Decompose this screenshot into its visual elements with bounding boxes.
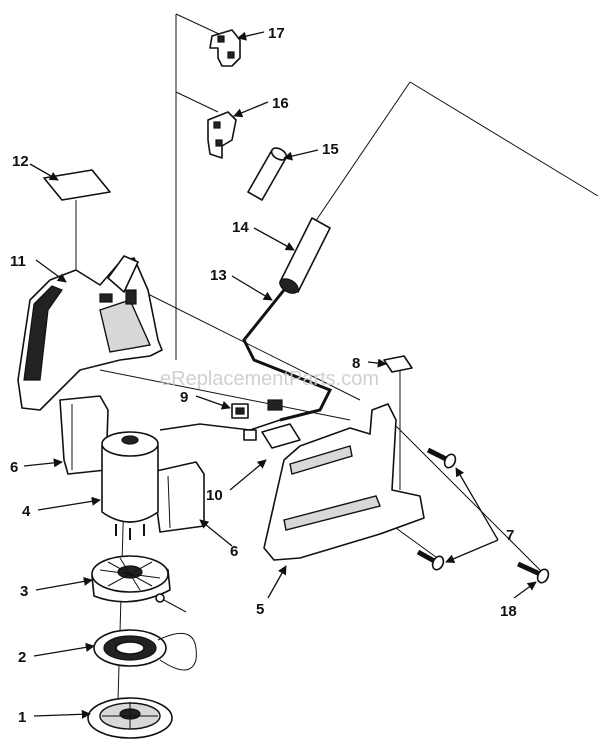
clip-6-right [151, 461, 205, 533]
wire-harness-13 [159, 289, 333, 431]
callout-7: 7 [506, 527, 514, 544]
connector-10 [261, 399, 301, 449]
callout-9: 9 [180, 389, 188, 406]
callout-8: 8 [352, 355, 360, 372]
bracket-17 [209, 29, 241, 67]
base-housing-5 [263, 403, 425, 561]
callout-5: 5 [256, 601, 264, 618]
screw-7-upper [426, 447, 457, 469]
screw-18 [516, 561, 550, 584]
bracket-16 [207, 111, 237, 159]
callout-17: 17 [268, 25, 285, 42]
spool-2 [93, 629, 197, 671]
motor-4 [101, 431, 159, 540]
callout-6-left: 6 [10, 459, 18, 476]
callout-16: 16 [272, 95, 289, 112]
callout-10: 10 [206, 487, 223, 504]
handle-housing-11 [17, 255, 163, 411]
spool-housing-3 [91, 555, 187, 613]
callout-12: 12 [12, 153, 29, 170]
clip-6-left [59, 395, 109, 475]
callout-15: 15 [322, 141, 339, 158]
callout-2: 2 [18, 649, 26, 666]
switch-9 [231, 403, 257, 441]
callout-labels: 1 2 3 4 5 6 6 7 8 9 10 11 12 13 14 15 16… [10, 25, 517, 726]
grip-15 [247, 147, 288, 201]
callout-3: 3 [20, 583, 28, 600]
callout-1: 1 [18, 709, 26, 726]
callout-4: 4 [22, 503, 31, 520]
screw-7-lower [416, 549, 445, 571]
callout-11: 11 [10, 253, 26, 270]
callout-6-right: 6 [230, 543, 238, 560]
callout-leaders [23, 31, 537, 719]
callout-14: 14 [232, 219, 249, 236]
callout-18: 18 [500, 603, 517, 620]
watermark-text: eReplacementParts.com [160, 368, 379, 390]
spool-cap-1 [87, 697, 173, 739]
label-8 [383, 355, 413, 373]
callout-13: 13 [210, 267, 227, 284]
label-12 [43, 169, 111, 201]
tube-14 [279, 217, 331, 294]
